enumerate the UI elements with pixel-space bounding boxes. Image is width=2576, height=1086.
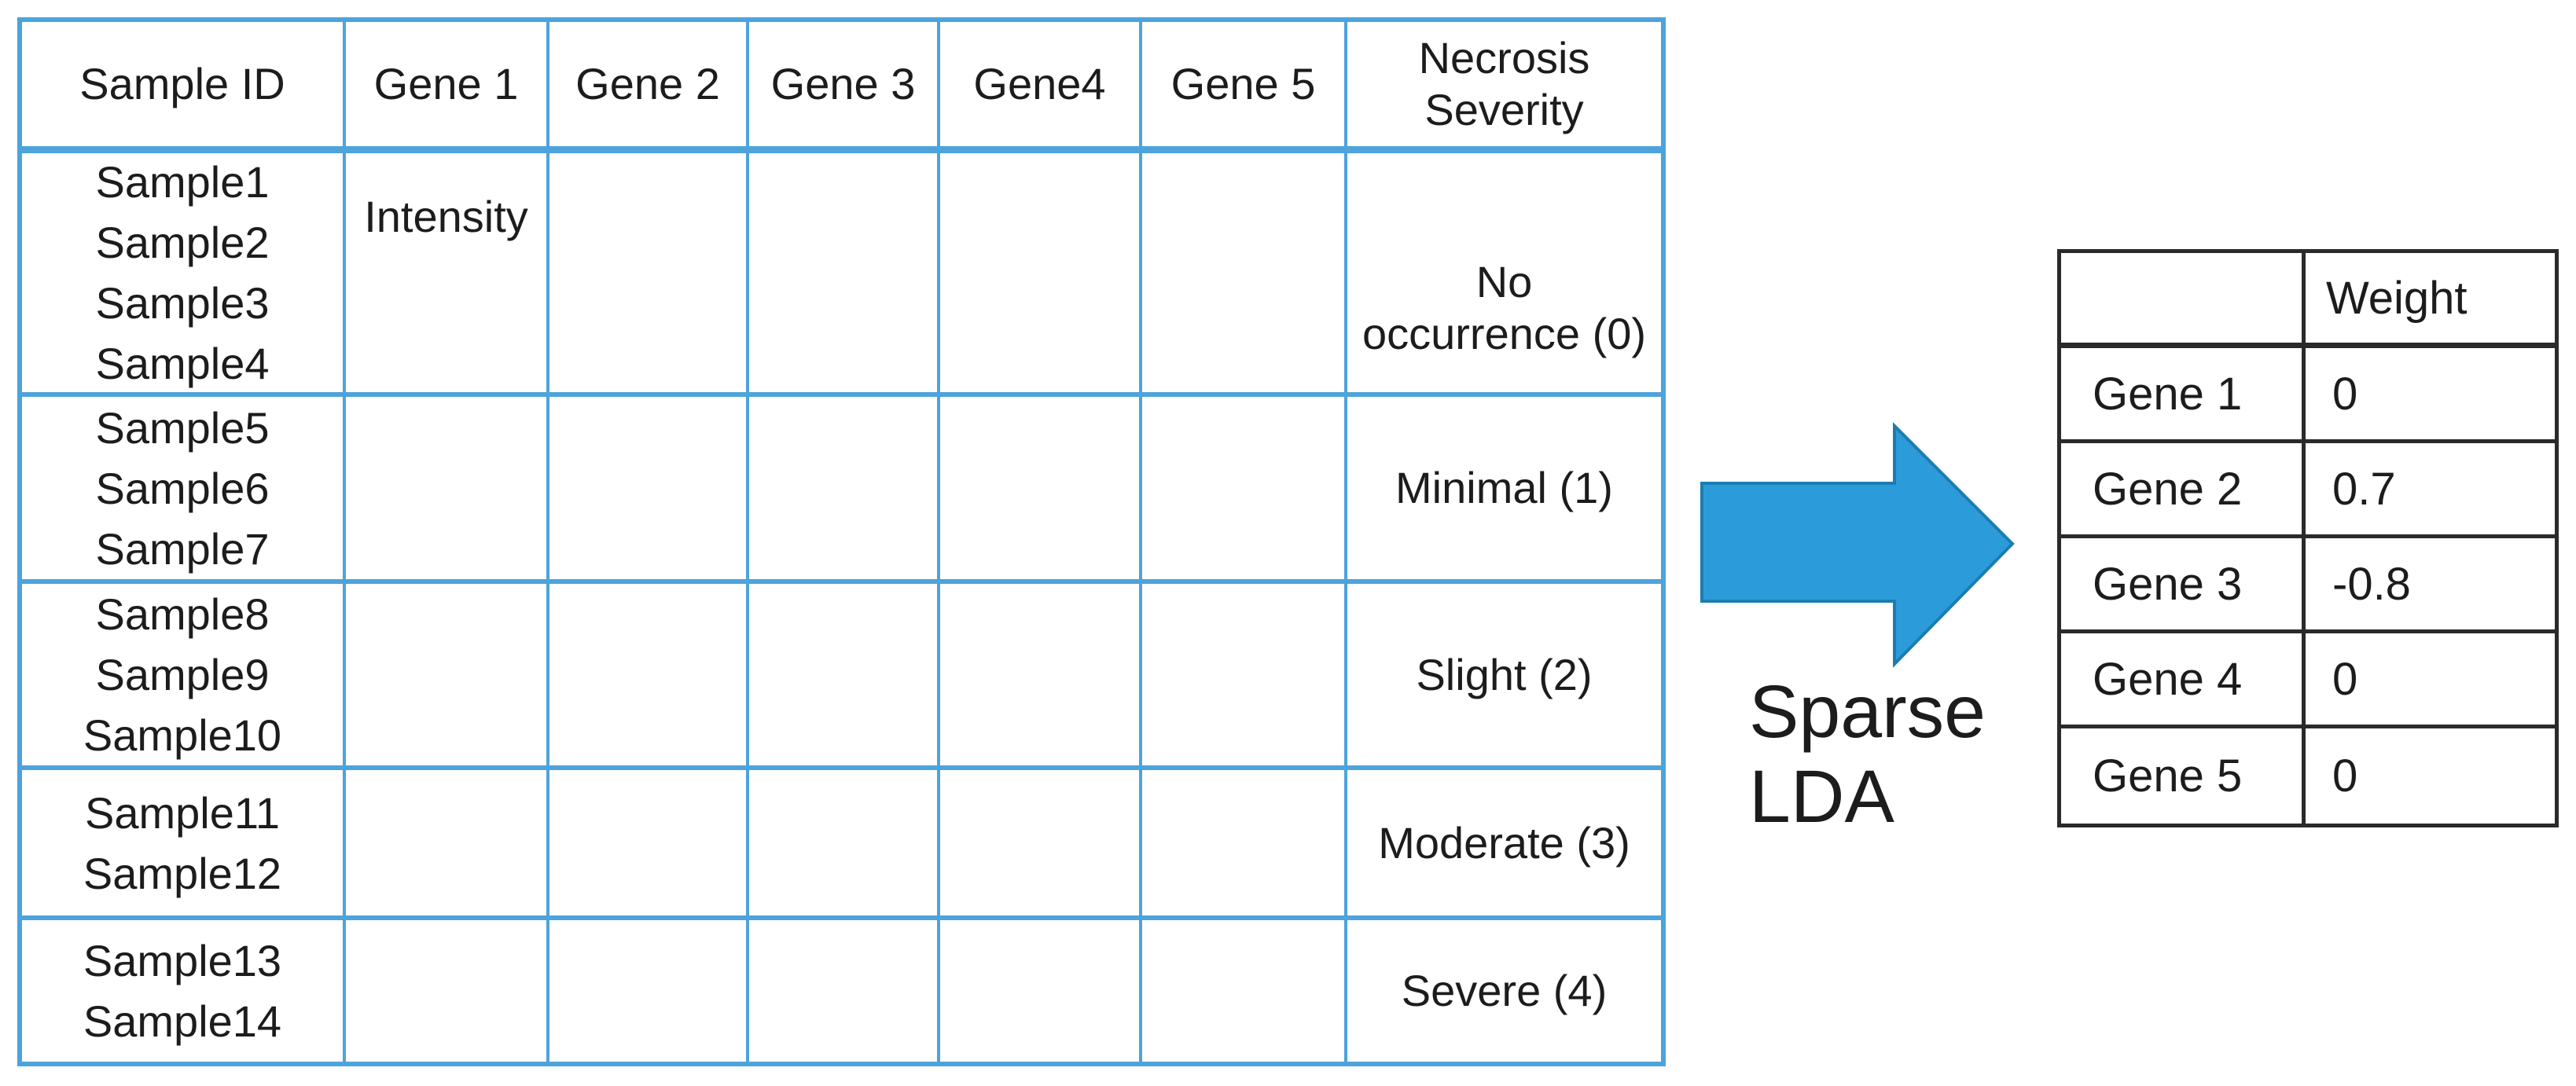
- weights-header-empty-cell: [2061, 253, 2306, 348]
- empty-gene-cell: [549, 770, 749, 920]
- weights-row-value: 0: [2306, 348, 2555, 443]
- sample-id: Sample7: [95, 523, 270, 574]
- empty-gene-cell: [1142, 397, 1347, 584]
- empty-gene-cell: [346, 397, 549, 584]
- sample-id: Sample11: [84, 787, 280, 838]
- empty-gene-cell: [1142, 584, 1347, 770]
- empty-gene-cell: [1142, 920, 1347, 1062]
- sample-id: Sample12: [83, 848, 282, 898]
- weights-row-gene: Gene 1: [2061, 348, 2306, 443]
- sample-id-cell: Sample1 Sample2 Sample3 Sample4: [22, 153, 346, 397]
- weights-table: Weight Gene 1 0 Gene 2 0.7 Gene 3 -0.8 G…: [2057, 249, 2559, 827]
- right-arrow-icon: [1700, 422, 2015, 668]
- flow-arrow: [1682, 409, 2028, 680]
- weights-row-value: 0.7: [2306, 443, 2555, 538]
- weights-row-value: 0: [2306, 633, 2555, 728]
- empty-gene-cell: [346, 920, 549, 1062]
- sample-id: Sample9: [95, 650, 270, 699]
- severity-label-line: Moderate (3): [1378, 817, 1630, 868]
- weights-row-value: -0.8: [2306, 538, 2555, 633]
- empty-gene-cell: [940, 920, 1142, 1062]
- empty-gene-cell: [549, 397, 749, 584]
- gene1-intensity-cell: Intensity: [346, 153, 549, 397]
- severity-cell-slight: Slight (2): [1347, 584, 1661, 770]
- sample-id-cell: Sample11 Sample12: [22, 770, 346, 920]
- empty-gene-cell: [346, 770, 549, 920]
- weights-row-value: 0: [2332, 750, 2358, 802]
- empty-gene-cell: [549, 153, 749, 397]
- column-header-sample-id: Sample ID: [22, 22, 346, 153]
- empty-gene-cell: [940, 153, 1142, 397]
- sample-id-cell: Sample13 Sample14: [22, 920, 346, 1062]
- severity-cell-moderate: Moderate (3): [1347, 770, 1661, 920]
- empty-gene-cell: [749, 920, 940, 1062]
- severity-label-line: Minimal (1): [1395, 463, 1613, 512]
- sample-id: Sample4: [95, 339, 270, 388]
- sample-id-cell: Sample5 Sample6 Sample7: [22, 397, 346, 584]
- empty-gene-cell: [749, 584, 940, 770]
- column-header-necrosis-severity: Necrosis Severity: [1347, 22, 1661, 153]
- severity-label-line: No: [1475, 257, 1533, 306]
- process-label-line1: Sparse: [1749, 670, 1986, 754]
- column-header-gene-2: Gene 2: [549, 22, 749, 153]
- empty-gene-cell: [1142, 770, 1347, 920]
- sample-id: Sample5: [95, 402, 270, 453]
- samples-table: Sample ID Gene 1 Gene 2 Gene 3 Gene4 Gen…: [17, 17, 1666, 1066]
- column-header-gene-1: Gene 1: [346, 22, 549, 153]
- weights-row-gene: Gene 3: [2061, 538, 2306, 633]
- empty-gene-cell: [549, 920, 749, 1062]
- empty-gene-cell: [940, 770, 1142, 920]
- severity-cell-no-occurrence: No occurrence (0): [1347, 153, 1661, 397]
- column-header-gene-4: Gene4: [940, 22, 1142, 153]
- column-header-gene-3: Gene 3: [749, 22, 940, 153]
- empty-gene-cell: [940, 397, 1142, 584]
- severity-cell-minimal: Minimal (1): [1347, 397, 1661, 584]
- weights-header-weight: Weight: [2306, 253, 2555, 348]
- column-header-gene-5: Gene 5: [1142, 22, 1347, 153]
- empty-gene-cell: [749, 770, 940, 920]
- severity-label-line: occurrence (0): [1361, 309, 1647, 358]
- empty-gene-cell: [749, 397, 940, 584]
- sample-id: Sample14: [83, 996, 282, 1046]
- sample-id: Sample8: [95, 589, 270, 639]
- severity-cell-severe: Severe (4): [1347, 920, 1661, 1062]
- empty-gene-cell: [1142, 153, 1347, 397]
- weights-row-gene: Gene 2: [2061, 443, 2306, 538]
- empty-gene-cell: [749, 153, 940, 397]
- empty-gene-cell: [940, 584, 1142, 770]
- weights-row-gene: Gene 5: [2061, 728, 2306, 824]
- sample-id: Sample2: [95, 218, 270, 267]
- sample-id: Sample1: [95, 157, 270, 207]
- process-label: Sparse LDA: [1749, 670, 1986, 839]
- sample-id: Sample6: [95, 463, 270, 513]
- column-header-necrosis-severity-label: Necrosis Severity: [1418, 33, 1590, 134]
- sample-id: Sample13: [83, 936, 282, 985]
- severity-label-line: Severe (4): [1401, 966, 1608, 1015]
- process-label-line2: LDA: [1749, 755, 1894, 838]
- empty-gene-cell: [549, 584, 749, 770]
- empty-gene-cell: [346, 584, 549, 770]
- sample-id: Sample3: [95, 278, 270, 328]
- weights-row-gene: Gene 4: [2061, 633, 2306, 728]
- sample-id-cell: Sample8 Sample9 Sample10: [22, 584, 346, 770]
- severity-label-line: Slight (2): [1416, 649, 1593, 699]
- sample-id: Sample10: [83, 710, 282, 760]
